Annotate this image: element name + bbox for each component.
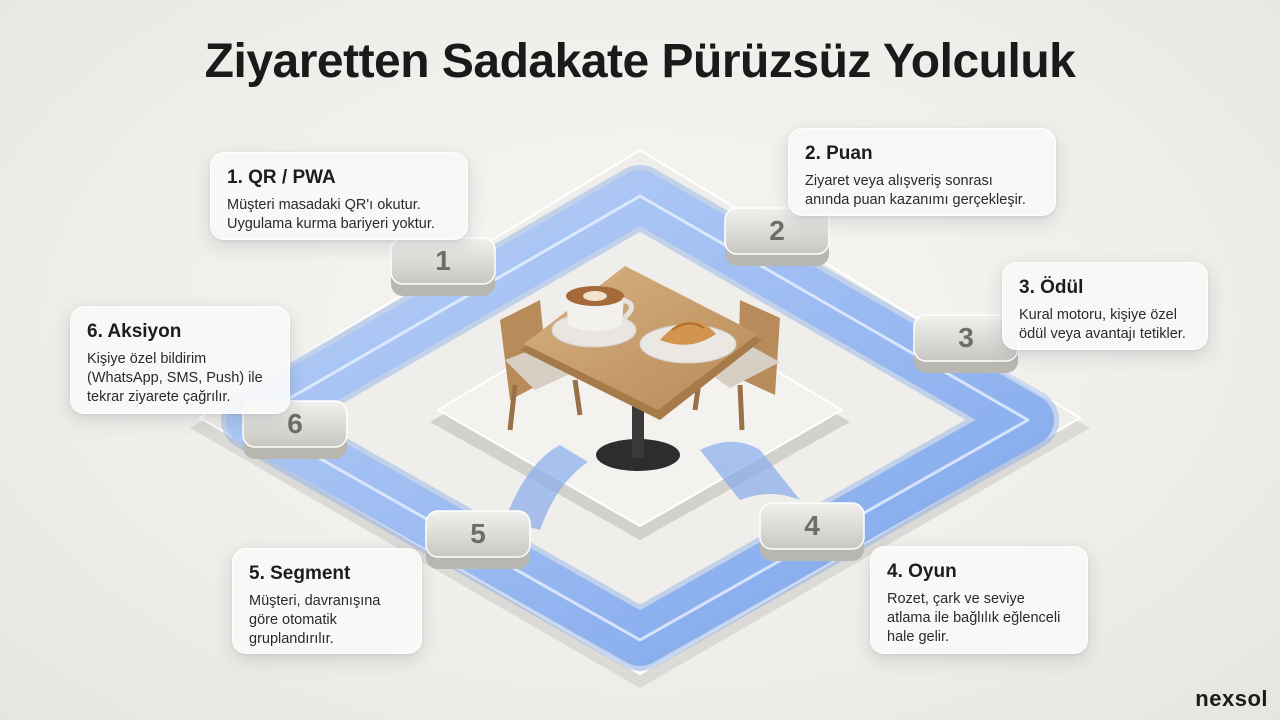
step-5-line-2: göre otomatik [249,612,337,628]
step-4-line-1: Rozet, çark ve seviye [887,591,1025,607]
step-tile-number: 4 [804,510,820,541]
coffee-cup [551,286,637,348]
step-1-title: 1. QR / PWA [227,167,336,188]
step-4-line-3: hale gelir. [887,629,950,645]
step-6-title: 6. Aksiyon [87,321,182,342]
step-3-line-2: ödül veya avantajı tetikler. [1019,326,1186,342]
step-6-line-1: Kişiye özel bildirim [87,351,207,367]
step-3-line-1: Kural motoru, kişiye özel [1019,307,1177,323]
step-card-4: 4. Oyun Rozet, çark ve seviye atlama ile… [870,546,1088,654]
cafe-table [500,266,780,471]
step-4-line-2: atlama ile bağlılık eğlenceli [887,610,1061,626]
step-1-line-1: Müşteri masadaki QR'ı okutur. [227,197,421,213]
step-card-6: 6. Aksiyon Kişiye özel bildirim (WhatsAp… [70,306,290,414]
step-tile-number: 3 [958,322,974,353]
step-card-5: 5. Segment Müşteri, davranışına göre oto… [232,548,422,654]
step-card-1: 1. QR / PWA Müşteri masadaki QR'ı okutur… [210,152,468,240]
step-2-title: 2. Puan [805,143,873,164]
step-card-2: 2. Puan Ziyaret veya alışveriş sonrası a… [788,128,1056,216]
step-2-line-2: anında puan kazanımı gerçekleşir. [805,192,1026,208]
step-tile-number: 1 [435,245,451,276]
step-2-line-1: Ziyaret veya alışveriş sonrası [805,173,993,189]
page-title: Ziyaretten Sadakate Pürüzsüz Yolculuk [204,35,1076,88]
track-loop [221,165,1059,671]
croissant-plate [639,320,737,364]
step-6-line-3: tekrar ziyarete çağrılır. [87,389,231,405]
step-tile-1: 1 [390,237,496,296]
step-tile-4: 4 [759,502,865,561]
step-1-line-2: Uygulama kurma bariyeri yoktur. [227,216,435,232]
step-4-title: 4. Oyun [887,561,957,582]
step-card-3: 3. Ödül Kural motoru, kişiye özel ödül v… [1002,262,1208,350]
step-tile-number: 5 [470,518,486,549]
brand-logo: nexsol [1195,686,1268,711]
step-5-line-1: Müşteri, davranışına [249,593,381,609]
connector-ribbons [505,441,800,530]
step-5-line-3: gruplandırılır. [249,631,334,647]
step-3-title: 3. Ödül [1019,277,1084,298]
step-tile-number: 2 [769,215,785,246]
step-tile-5: 5 [425,510,531,569]
step-tile-2: 2 [724,207,830,266]
step-6-line-2: (WhatsApp, SMS, Push) ile [87,370,263,386]
step-tile-3: 3 [913,314,1019,373]
step-tile-number: 6 [287,408,303,439]
step-5-title: 5. Segment [249,563,351,584]
